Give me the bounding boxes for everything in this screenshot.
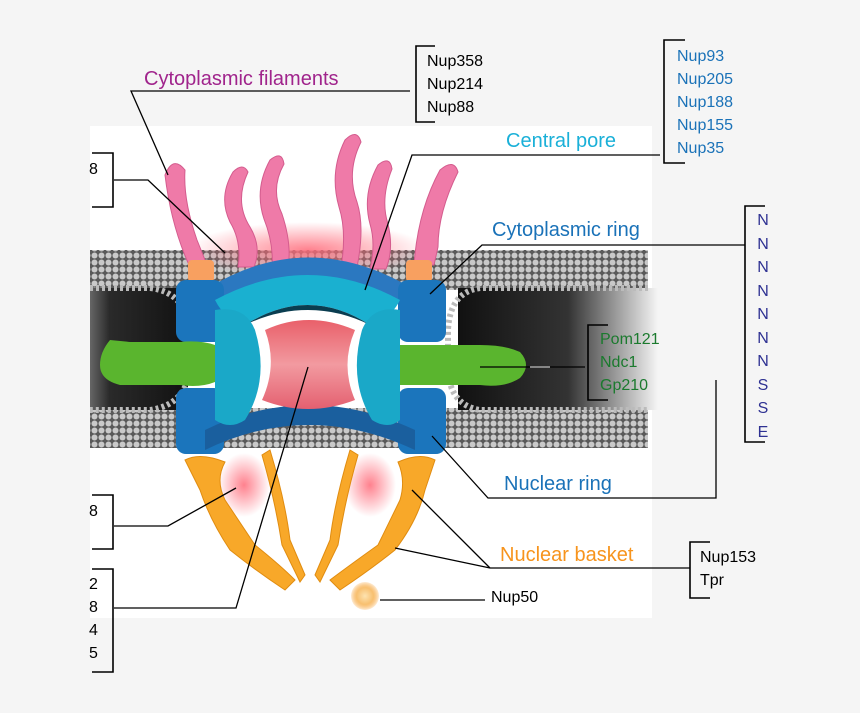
list-item: N xyxy=(757,212,769,229)
list-item: Nup205 xyxy=(677,71,734,88)
list-item: N xyxy=(757,282,769,300)
list-left-top: 8 xyxy=(89,158,98,181)
list-item: Ndc1 xyxy=(600,354,638,371)
list-item: N xyxy=(757,306,769,323)
list-item: N xyxy=(757,353,769,370)
leader-cytoplasmic-ring xyxy=(429,244,745,295)
list-item: Nup155 xyxy=(677,117,734,134)
transmembrane-nups xyxy=(100,340,526,386)
list-left-bottom: 2 8 4 5 xyxy=(89,573,98,665)
leader-left-top xyxy=(114,179,226,254)
nuclear-ring-arc xyxy=(205,405,415,450)
leader-lines xyxy=(114,90,745,609)
list-item: E xyxy=(757,423,769,441)
list-item: N xyxy=(757,329,769,347)
cytoplasmic-ring-arc xyxy=(205,257,415,310)
leader-left-bottom xyxy=(114,366,309,609)
leader-nuclear-basket xyxy=(394,489,690,569)
list-item: Nup188 xyxy=(677,94,734,111)
list-item: N xyxy=(757,235,769,253)
list-item: 8 xyxy=(89,503,98,520)
list-item: 2 xyxy=(89,576,98,593)
list-item: 5 xyxy=(89,645,98,662)
list-basket-nups: Nup153 Tpr xyxy=(700,546,756,592)
list-item: Nup88 xyxy=(427,99,475,116)
list-ring-nups: N N N N N N N S S E xyxy=(756,209,770,444)
list-item: 4 xyxy=(89,622,98,639)
list-item: Tpr xyxy=(700,572,724,589)
leader-cytoplasmic-filaments xyxy=(130,90,410,176)
label-nup50: Nup50 xyxy=(491,589,539,606)
list-filament-nups: Nup358 Nup214 Nup88 xyxy=(427,50,483,119)
leader-nuclear-ring xyxy=(431,380,717,499)
list-central-pore-nups: Nup93 Nup205 Nup188 Nup155 Nup35 xyxy=(677,45,733,160)
list-item: Nup358 xyxy=(427,53,484,70)
list-transmembrane-nups: Pom121 Ndc1 Gp210 xyxy=(600,328,660,397)
list-item: 8 xyxy=(89,161,98,178)
list-item: N xyxy=(757,259,769,276)
leader-central-pore xyxy=(364,154,660,291)
list-item: 8 xyxy=(89,599,98,616)
list-item: Pom121 xyxy=(600,331,660,348)
list-item: Nup93 xyxy=(677,48,725,65)
nup50-blob xyxy=(351,582,379,610)
label-nuclear-basket: Nuclear basket xyxy=(500,544,634,566)
brackets xyxy=(92,39,765,673)
label-cytoplasmic-ring: Cytoplasmic ring xyxy=(492,219,640,241)
list-item: Nup214 xyxy=(427,76,484,93)
cytoplasmic-filaments xyxy=(164,134,459,270)
list-item: Gp210 xyxy=(600,377,649,394)
list-item: S xyxy=(757,400,769,417)
list-left-middle: 8 xyxy=(89,500,98,523)
list-item: Nup35 xyxy=(677,140,725,157)
label-nuclear-ring: Nuclear ring xyxy=(504,473,612,495)
leader-left-middle xyxy=(114,487,237,527)
list-item: Nup153 xyxy=(700,549,757,566)
central-pore-channel xyxy=(215,275,400,325)
list-item: S xyxy=(757,376,769,394)
label-cytoplasmic-filaments: Cytoplasmic filaments xyxy=(144,68,339,90)
central-transporter xyxy=(262,320,355,409)
label-central-pore: Central pore xyxy=(506,130,617,152)
